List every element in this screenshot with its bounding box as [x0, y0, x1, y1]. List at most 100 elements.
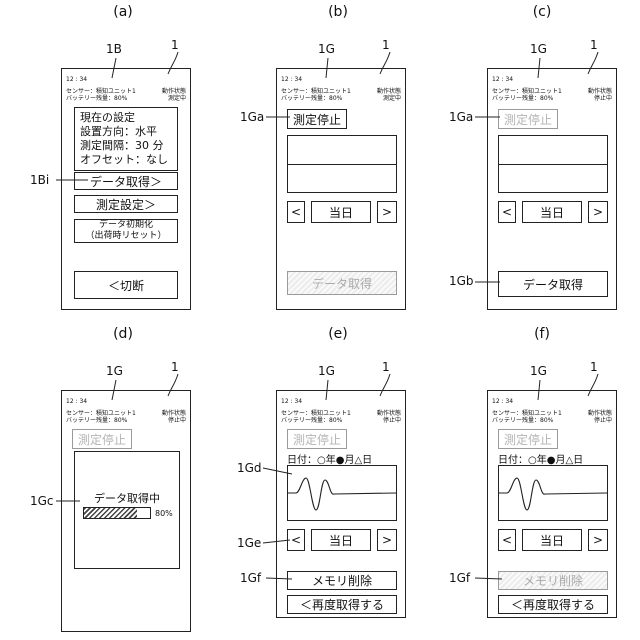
measure-settings-button[interactable]: 測定設定＞ [74, 195, 178, 213]
waveform-line [288, 478, 396, 510]
callout-1G-d: 1G [106, 364, 123, 378]
callout-1Gc: 1Gc [30, 494, 54, 508]
next-day-button[interactable]: > [377, 529, 397, 551]
graph-divider [499, 164, 607, 165]
status-time: 12 : 34 [492, 398, 513, 405]
today-button[interactable]: 当日 [311, 529, 371, 551]
waveform-graph [498, 465, 608, 521]
callout-1-f: 1 [590, 360, 598, 374]
waveform-svg [288, 466, 396, 520]
callout-1Gf-f: 1Gf [449, 571, 470, 585]
status-time: 12 : 34 [281, 76, 302, 83]
status-op-value: 停止中 [168, 417, 186, 424]
get-data-button-disabled[interactable]: データ取得 [287, 271, 397, 295]
stop-measure-button-disabled[interactable]: 測定停止 [498, 429, 558, 449]
callout-1-b: 1 [382, 38, 390, 52]
phone-screen-b: 12 : 34 センサー：積知ユニット1 バッテリー残量：80% 動作状態 測定… [276, 68, 406, 310]
status-op-label: 動作状態 [377, 410, 401, 417]
stop-measure-button-disabled[interactable]: 測定停止 [498, 109, 558, 129]
status-sensor: センサー：積知ユニット1 [492, 410, 562, 417]
phone-screen-e: 12 : 34 センサー：積知ユニット1 バッテリー残量：80% 動作状態 停止… [276, 390, 406, 618]
date-filter[interactable]: 日付：○年●月△日 [287, 451, 372, 466]
current-settings-box: 現在の設定 設置方向：水平 測定間隔：30 分 オフセット：なし [74, 107, 178, 171]
next-day-button[interactable]: > [588, 529, 608, 551]
data-init-label: データ初期化 [99, 220, 153, 231]
callout-1B: 1B [106, 42, 122, 56]
callout-1Bi: 1Bi [30, 173, 49, 187]
status-battery: バッテリー残量：80% [492, 95, 553, 102]
graph-area [287, 135, 397, 193]
waveform-line [499, 478, 607, 510]
get-data-button[interactable]: データ取得 [498, 271, 608, 297]
settings-offset: オフセット：なし [80, 153, 172, 167]
progress-percent: 80% [155, 509, 173, 518]
date-filter[interactable]: 日付：○年●月△日 [498, 451, 583, 466]
status-op-label: 動作状態 [588, 88, 612, 95]
today-button[interactable]: 当日 [311, 201, 371, 223]
prev-day-button[interactable]: < [498, 529, 516, 551]
phone-screen-f: 12 : 34 センサー：積知ユニット1 バッテリー残量：80% 動作状態 停止… [487, 390, 617, 618]
prev-day-button[interactable]: < [287, 529, 305, 551]
status-op-value: 停止中 [594, 417, 612, 424]
get-data-button[interactable]: データ取得＞ [74, 172, 178, 190]
status-op-label: 動作状態 [162, 88, 186, 95]
waveform-svg [499, 466, 607, 520]
callout-1G-b: 1G [318, 42, 335, 56]
status-time: 12 : 34 [492, 76, 513, 83]
status-op-label: 動作状態 [162, 410, 186, 417]
status-op-label: 動作状態 [377, 88, 401, 95]
status-op-value: 測定中 [168, 95, 186, 102]
figure-label-c: (c) [522, 4, 562, 20]
settings-interval: 測定間隔：30 分 [80, 139, 172, 153]
callout-1Ga-c: 1Ga [449, 110, 473, 124]
settings-direction: 設置方向：水平 [80, 125, 172, 139]
status-battery: バッテリー残量：80% [66, 417, 127, 424]
callout-1G-f: 1G [530, 364, 547, 378]
callout-1-a: 1 [171, 38, 179, 52]
callout-1G-c: 1G [530, 42, 547, 56]
callout-1Gd: 1Gd [237, 461, 262, 475]
figure-label-e: (e) [318, 326, 358, 342]
status-sensor: センサー：積知ユニット1 [281, 410, 351, 417]
acquiring-label: データ取得中 [75, 490, 179, 506]
delete-memory-button-disabled[interactable]: メモリ削除 [498, 571, 608, 590]
next-day-button[interactable]: > [588, 201, 608, 223]
status-op-label: 動作状態 [588, 410, 612, 417]
status-sensor: センサー：積知ユニット1 [281, 88, 351, 95]
graph-area [498, 135, 608, 193]
stop-measure-button[interactable]: 測定停止 [287, 109, 347, 129]
today-button[interactable]: 当日 [522, 201, 582, 223]
settings-heading: 現在の設定 [80, 111, 172, 125]
phone-screen-c: 12 : 34 センサー：積知ユニット1 バッテリー残量：80% 動作状態 停止… [487, 68, 617, 310]
callout-1Gf-e: 1Gf [240, 571, 261, 585]
figure-label-a: (a) [103, 4, 143, 20]
disconnect-button[interactable]: ＜切断 [74, 271, 178, 299]
progress-bar [83, 507, 151, 519]
prev-day-button[interactable]: < [498, 201, 516, 223]
figure-label-f: (f) [522, 326, 562, 342]
status-time: 12 : 34 [66, 398, 87, 405]
factory-reset-label: （出荷時リセット） [85, 231, 166, 242]
status-sensor: センサー：積知ユニット1 [66, 410, 136, 417]
today-button[interactable]: 当日 [522, 529, 582, 551]
next-day-button[interactable]: > [377, 201, 397, 223]
status-op-value: 停止中 [383, 417, 401, 424]
callout-1-d: 1 [171, 360, 179, 374]
stop-measure-button-disabled[interactable]: 測定停止 [72, 429, 132, 449]
status-op-value: 停止中 [594, 95, 612, 102]
phone-screen-d: 12 : 34 センサー：積知ユニット1 バッテリー残量：80% 動作状態 停止… [61, 390, 191, 632]
status-sensor: センサー：積知ユニット1 [492, 88, 562, 95]
status-battery: バッテリー残量：80% [492, 417, 553, 424]
figure-label-d: (d) [103, 326, 143, 342]
delete-memory-button[interactable]: メモリ削除 [287, 571, 397, 590]
callout-1G-e: 1G [318, 364, 335, 378]
stop-measure-button-disabled[interactable]: 測定停止 [287, 429, 347, 449]
callout-1-c: 1 [590, 38, 598, 52]
data-init-button[interactable]: データ初期化 （出荷時リセット） [74, 219, 178, 243]
acquiring-dialog: データ取得中 80% [74, 451, 180, 569]
reacquire-button[interactable]: ＜再度取得する [287, 595, 397, 614]
reacquire-button[interactable]: ＜再度取得する [498, 595, 608, 614]
status-battery: バッテリー残量：80% [66, 95, 127, 102]
prev-day-button[interactable]: < [287, 201, 305, 223]
callout-1-e: 1 [382, 360, 390, 374]
